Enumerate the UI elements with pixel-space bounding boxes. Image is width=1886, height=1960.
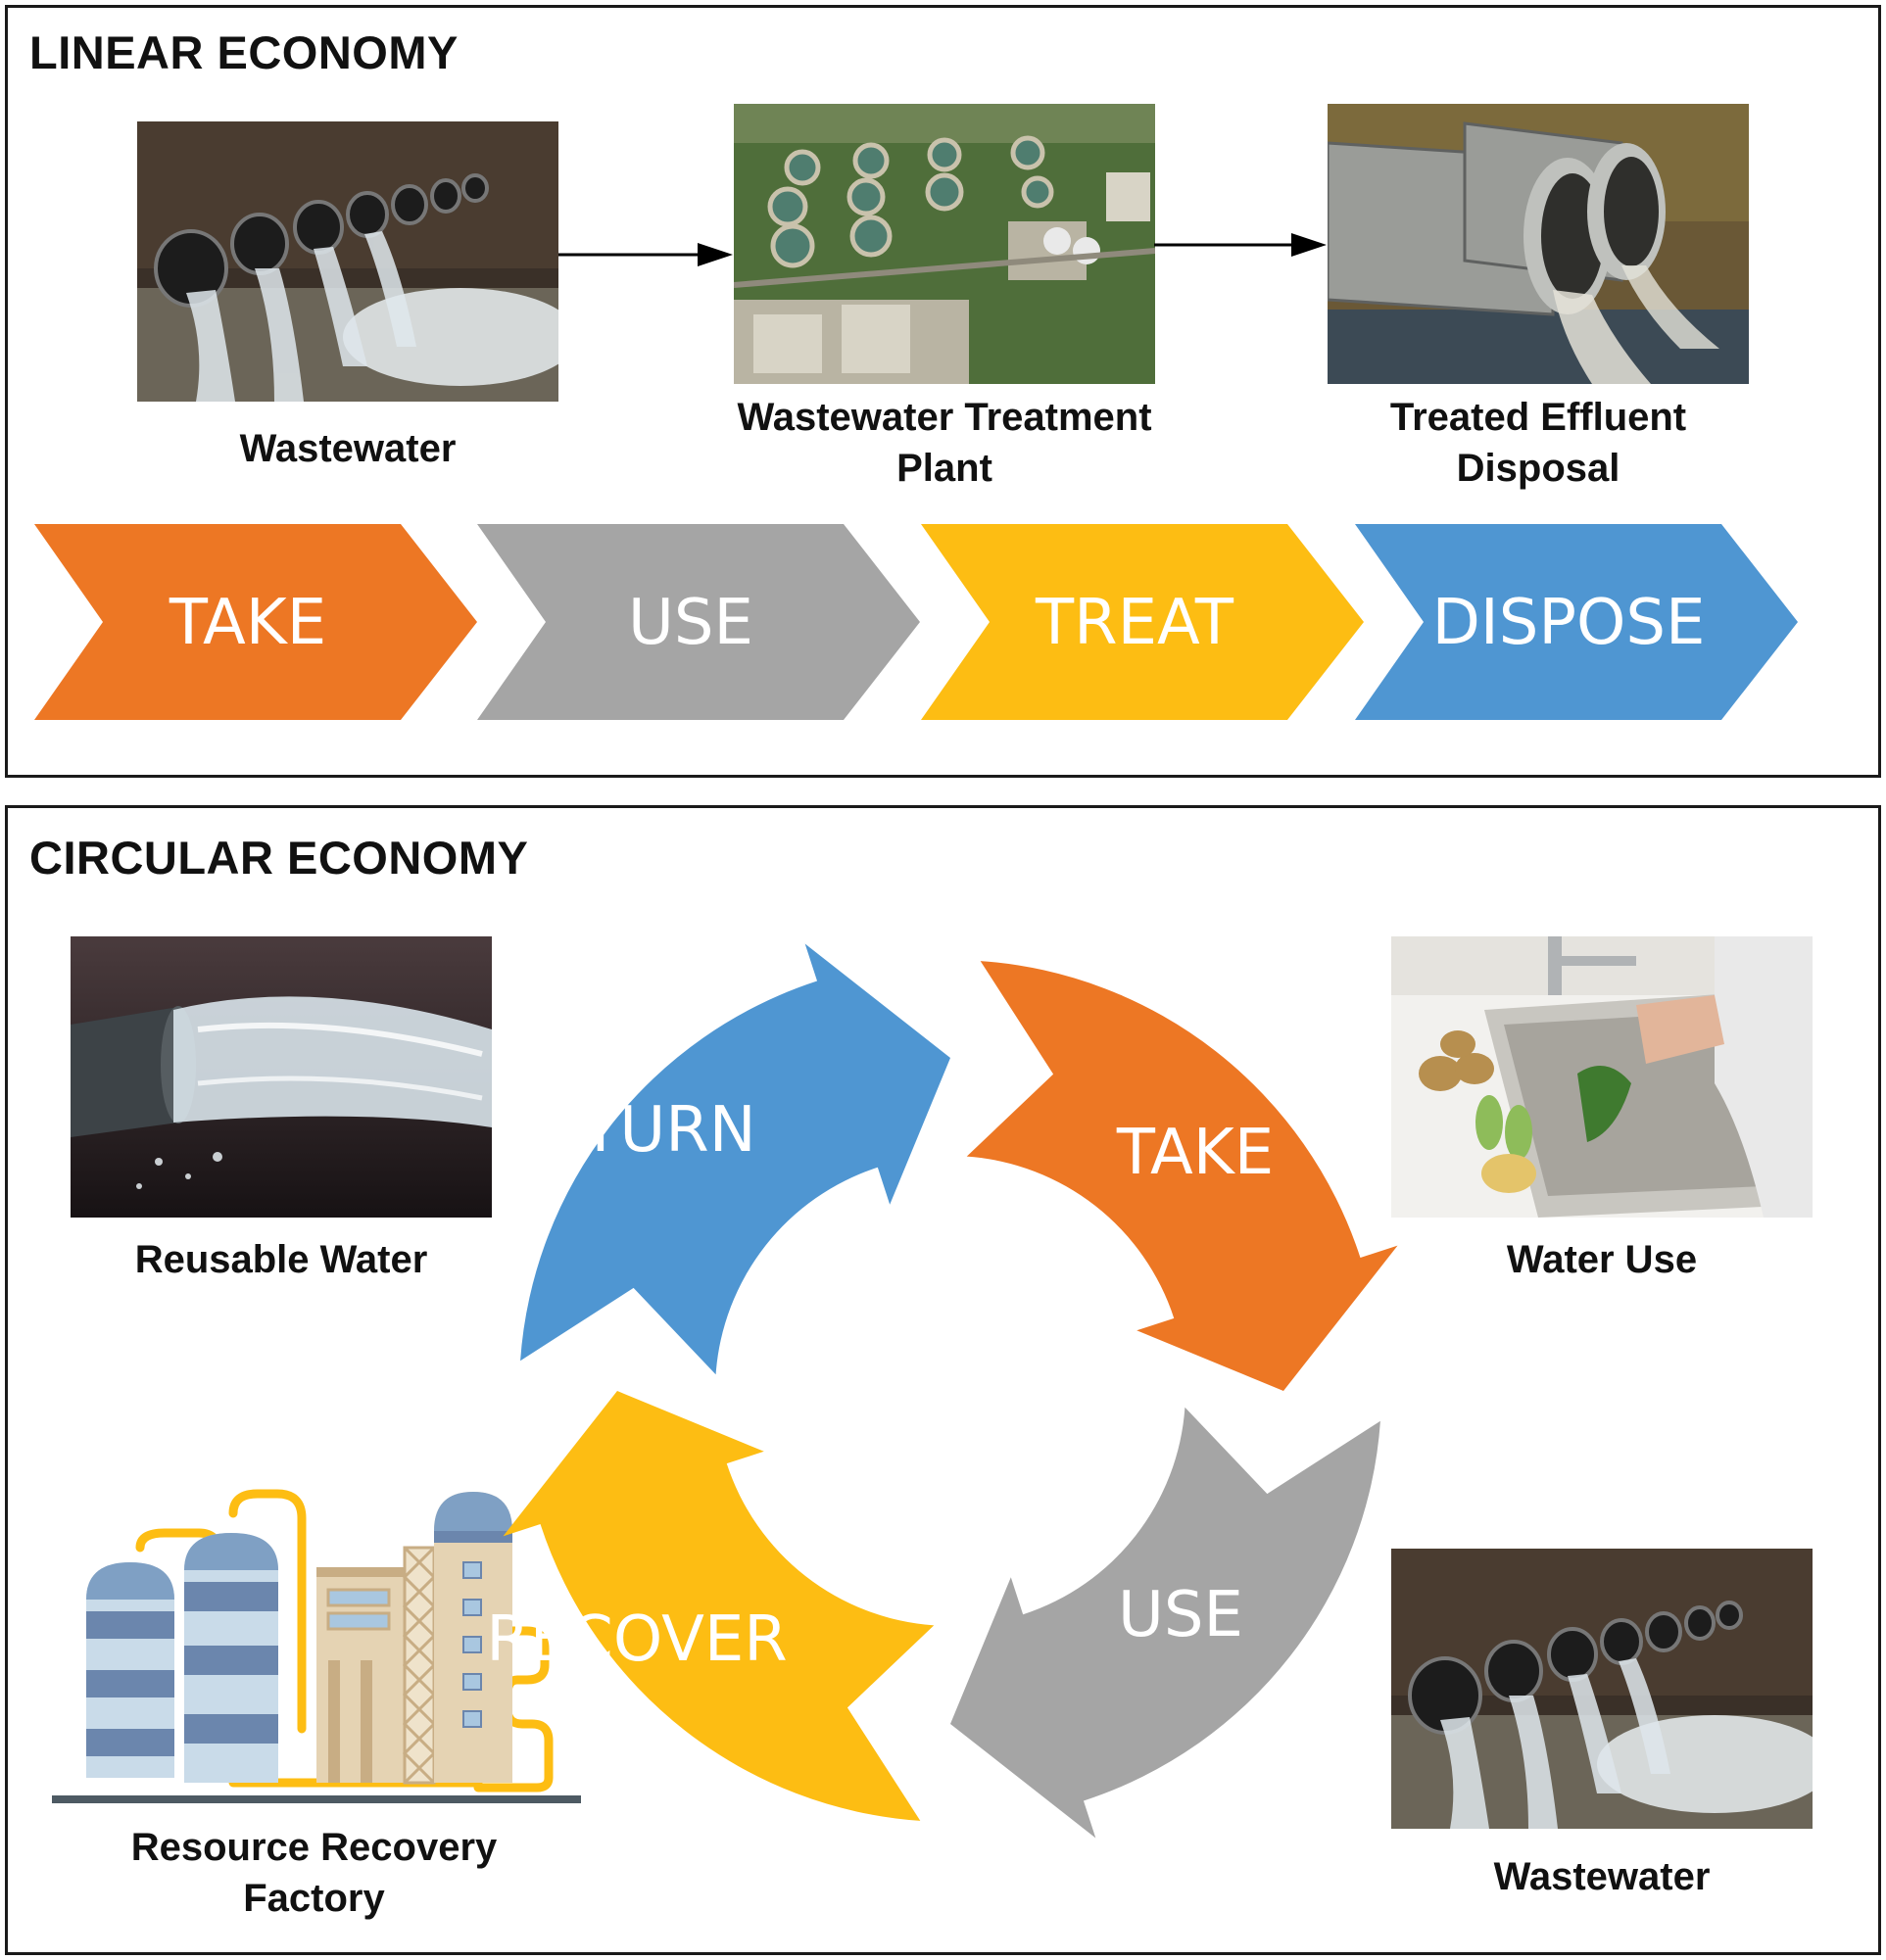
caption-water-use: Water Use	[1391, 1234, 1813, 1285]
circular-cycle-diagram: RETURN TAKE USE RECOVER	[486, 943, 1398, 1839]
chevron-dispose	[1355, 524, 1798, 720]
arrow-wastewater-to-plant	[558, 243, 733, 266]
linear-chevron-row: TAKE USE TREAT DISPOSE	[34, 524, 1798, 720]
reusable-water-photo	[71, 936, 492, 1218]
caption-line: Plant	[896, 447, 992, 490]
caption-wastewater-circular: Wastewater	[1391, 1851, 1813, 1902]
caption-line: Resource Recovery	[130, 1826, 498, 1869]
caption-reusable-water: Reusable Water	[71, 1234, 492, 1285]
arrow-plant-to-disposal	[1154, 233, 1327, 257]
caption-line: Wastewater	[239, 427, 457, 470]
cycle-label: USE	[1118, 1579, 1243, 1651]
linear-caption-effluent-disposal: Treated Effluent Disposal	[1313, 392, 1764, 494]
chevron-label: DISPOSE	[1432, 587, 1706, 659]
tank-middle	[184, 1533, 278, 1783]
chevron-label: USE	[628, 587, 753, 659]
chevron-treat	[921, 524, 1364, 720]
circular-economy-title: CIRCULAR ECONOMY	[29, 832, 529, 884]
cycle-arrow-use	[950, 1407, 1380, 1839]
chevron-label: TREAT	[1035, 587, 1234, 659]
caption-line: Reusable Water	[134, 1238, 428, 1281]
linear-caption-wastewater: Wastewater	[137, 423, 558, 474]
silo	[434, 1492, 512, 1783]
caption-line: Wastewater	[1493, 1855, 1711, 1898]
cycle-arrow-return	[520, 943, 950, 1375]
chevron-use	[477, 524, 920, 720]
linear-caption-treatment-plant: Wastewater Treatment Plant	[690, 392, 1199, 494]
water-use-kitchen-photo	[1391, 936, 1813, 1218]
cycle-label: RETURN	[498, 1094, 755, 1167]
caption-line: Wastewater Treatment	[737, 396, 1152, 439]
wastewater-outfall-photo-circular	[1391, 1549, 1813, 1829]
chevron-label: TAKE	[169, 587, 326, 659]
effluent-pipes-photo	[1328, 104, 1749, 384]
resource-recovery-factory-illustration	[52, 1489, 581, 1803]
cycle-label: TAKE	[1116, 1117, 1274, 1189]
control-building	[316, 1567, 405, 1783]
treatment-plant-aerial-photo	[734, 104, 1155, 384]
caption-resource-recovery-factory: Resource Recovery Factory	[47, 1822, 581, 1924]
caption-line: Water Use	[1506, 1238, 1698, 1281]
cycle-label: RECOVER	[486, 1603, 788, 1676]
wastewater-outfall-photo	[137, 121, 558, 402]
caption-line: Treated Effluent	[1389, 396, 1687, 439]
chevron-take	[34, 524, 477, 720]
lattice-tower	[402, 1546, 437, 1785]
caption-line: Disposal	[1456, 447, 1620, 490]
cycle-arrow-recover	[503, 1391, 935, 1821]
linear-economy-title: LINEAR ECONOMY	[29, 26, 459, 78]
tank-left	[86, 1562, 174, 1778]
cycle-arrow-take	[966, 961, 1398, 1391]
caption-line: Factory	[243, 1877, 385, 1920]
